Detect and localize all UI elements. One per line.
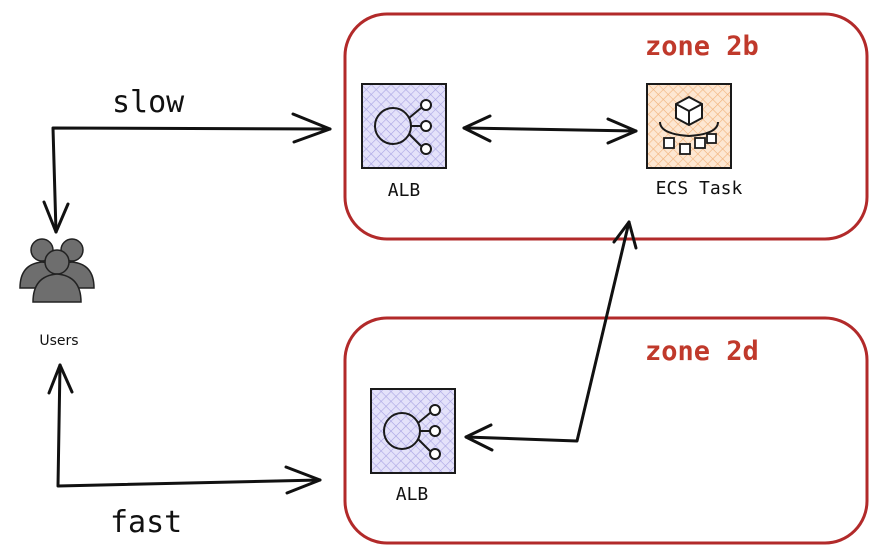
zone-2d-title: zone 2d bbox=[645, 336, 759, 367]
alb-2b-node: ALB bbox=[361, 83, 447, 201]
users-label: Users bbox=[39, 333, 78, 349]
alb-2b-label: ALB bbox=[388, 180, 421, 201]
load-balancer-icon bbox=[370, 388, 456, 474]
ecs-task-node: ECS Task bbox=[646, 83, 743, 199]
edge-label-slow: slow bbox=[112, 85, 185, 120]
ecs-task-icon bbox=[646, 83, 732, 169]
users-node: Users bbox=[19, 238, 95, 349]
edge-label-fast: fast bbox=[110, 505, 182, 540]
edge-users-alb-2d bbox=[47, 363, 322, 495]
users-icon bbox=[19, 238, 95, 303]
edge-users-alb-2b bbox=[42, 112, 332, 234]
ecs-task-label: ECS Task bbox=[656, 178, 743, 199]
alb-2d-label: ALB bbox=[396, 484, 429, 505]
alb-2d-node: ALB bbox=[370, 388, 456, 505]
edge-alb-2d-ecs bbox=[464, 220, 638, 452]
edge-alb-2b-ecs bbox=[462, 114, 638, 145]
load-balancer-icon bbox=[361, 83, 447, 169]
zone-2b-title: zone 2b bbox=[645, 31, 759, 62]
zone-2b: zone 2b bbox=[343, 12, 869, 241]
